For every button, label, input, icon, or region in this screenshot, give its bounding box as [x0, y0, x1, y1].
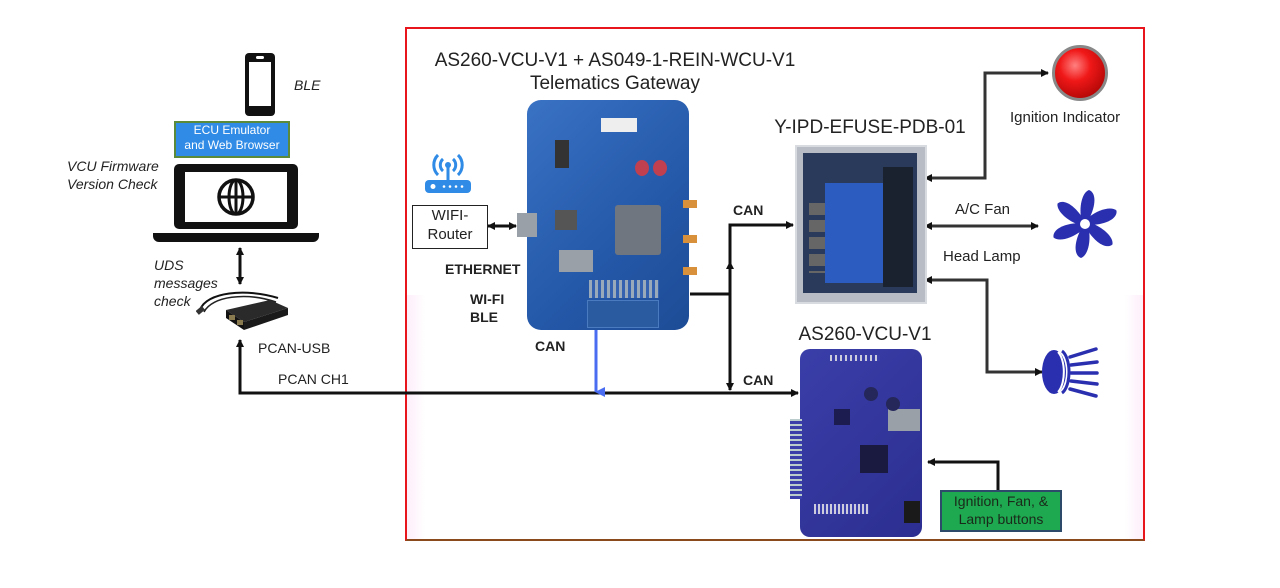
wifi-label: WI-FI [470, 291, 505, 307]
fan-icon [1050, 190, 1120, 258]
wifi-router-box: WIFI- Router [412, 205, 488, 249]
ignition-indicator-label: Ignition Indicator [1010, 109, 1121, 126]
gateway-title: AS260-VCU-V1 + AS049-1-REIN-WCU-V1 Telem… [420, 49, 810, 95]
phone-ble-label: BLE [294, 77, 321, 93]
uds-line2: messages [154, 275, 218, 291]
uds-line3: check [154, 293, 191, 309]
uds-check-label: UDS messages check [154, 256, 218, 310]
buttons-box-line1: Ignition, Fan, & [953, 493, 1049, 509]
efuse-pdb-board [795, 145, 927, 304]
head-lamp-label: Head Lamp [943, 248, 1021, 265]
can-gateway-label: CAN [535, 338, 566, 354]
can-vcu-label: CAN [743, 372, 774, 388]
telematics-gateway-board [517, 100, 697, 330]
pdb-title: Y-IPD-EFUSE-PDB-01 [774, 117, 966, 138]
gateway-title-line2: Telematics Gateway [529, 73, 700, 94]
pcan-usb-device [196, 282, 291, 332]
vcu-board [790, 349, 922, 537]
ac-fan-label: A/C Fan [955, 201, 1011, 218]
can-to-pdb [728, 221, 794, 262]
ecu-emulator-box: ECU Emulator and Web Browser [174, 121, 290, 158]
vcu-title: AS260-VCU-V1 [798, 324, 932, 345]
wifi-router-line2: Router [427, 226, 473, 243]
ignition-fan-lamp-buttons-box: Ignition, Fan, & Lamp buttons [940, 490, 1062, 532]
can-pdb-label: CAN [733, 202, 764, 218]
laptop-base [153, 233, 319, 242]
firmware-check-line1: VCU Firmware [67, 158, 159, 174]
pcan-ch1-label: PCAN CH1 [278, 371, 349, 387]
ble-label: BLE [470, 309, 498, 325]
buttons-vcu-link [927, 458, 1000, 490]
firmware-check-label: VCU Firmware Version Check [67, 157, 159, 193]
phone-icon [245, 53, 275, 116]
laptop-icon [174, 164, 298, 229]
pdb-indicator-link [924, 69, 1049, 182]
pcan-usb-label: PCAN-USB [258, 340, 331, 356]
firmware-check-line2: Version Check [67, 176, 158, 192]
wifi-router-icon [424, 145, 472, 195]
globe-icon [217, 178, 255, 216]
pcan-ch1-bus [236, 339, 798, 395]
emulator-line1: ECU Emulator [193, 123, 271, 137]
uds-line1: UDS [154, 257, 184, 273]
wifi-ble-label: WI-FI BLE [470, 290, 504, 326]
wifi-router-line1: WIFI- [431, 207, 469, 224]
buttons-box-line2: Lamp buttons [958, 511, 1044, 527]
gateway-title-line1: AS260-VCU-V1 + AS049-1-REIN-WCU-V1 [434, 50, 796, 71]
ethernet-label: ETHERNET [445, 261, 521, 277]
emulator-line2: and Web Browser [184, 138, 280, 152]
telematics-system-frame [405, 27, 1145, 541]
ignition-indicator-icon [1052, 45, 1108, 101]
pdb-lamp-link [924, 276, 1043, 376]
head-lamp-icon [1042, 347, 1099, 398]
